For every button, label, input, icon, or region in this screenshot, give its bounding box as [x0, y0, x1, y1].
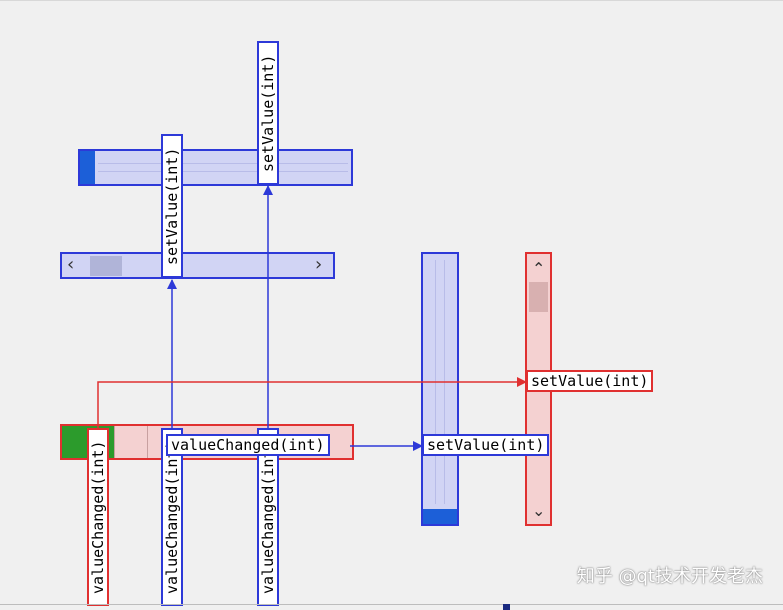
slider-handle[interactable]	[423, 509, 457, 524]
scroll-down-icon[interactable]: ⌄	[532, 501, 546, 520]
horizontal-scrollbar[interactable]: ‹ ›	[60, 252, 335, 279]
signal-label-value-changed: valueChanged(int)	[166, 434, 330, 456]
signal-label-value-changed: valueChanged(int)	[87, 428, 109, 606]
slider-handle[interactable]	[114, 426, 148, 458]
slot-label-set-value: setValue(int)	[257, 41, 279, 185]
scroll-left-icon[interactable]: ‹	[67, 254, 75, 275]
bottom-border	[0, 604, 783, 605]
slider-groove-line	[98, 163, 348, 164]
slot-label-set-value: setValue(int)	[526, 370, 654, 392]
horizontal-slider-top[interactable]	[78, 149, 353, 186]
scroll-up-icon[interactable]: ⌃	[532, 259, 546, 278]
slot-label-set-value: setValue(int)	[161, 134, 183, 278]
slider-handle[interactable]	[80, 151, 95, 184]
vertical-slider[interactable]	[421, 252, 459, 526]
top-border	[0, 0, 783, 1]
slider-groove-line	[98, 171, 348, 172]
scrollbar-thumb[interactable]	[90, 256, 122, 276]
resize-grip[interactable]	[503, 604, 510, 610]
slider-groove-line	[435, 260, 436, 504]
connection-line	[97, 377, 527, 430]
scrollbar-thumb[interactable]	[529, 282, 548, 312]
slider-groove-line	[444, 260, 445, 504]
slot-label-set-value: setValue(int)	[422, 434, 550, 456]
watermark: 知乎 @qt技术开发老杰	[576, 566, 763, 587]
scroll-right-icon[interactable]: ›	[315, 254, 323, 275]
